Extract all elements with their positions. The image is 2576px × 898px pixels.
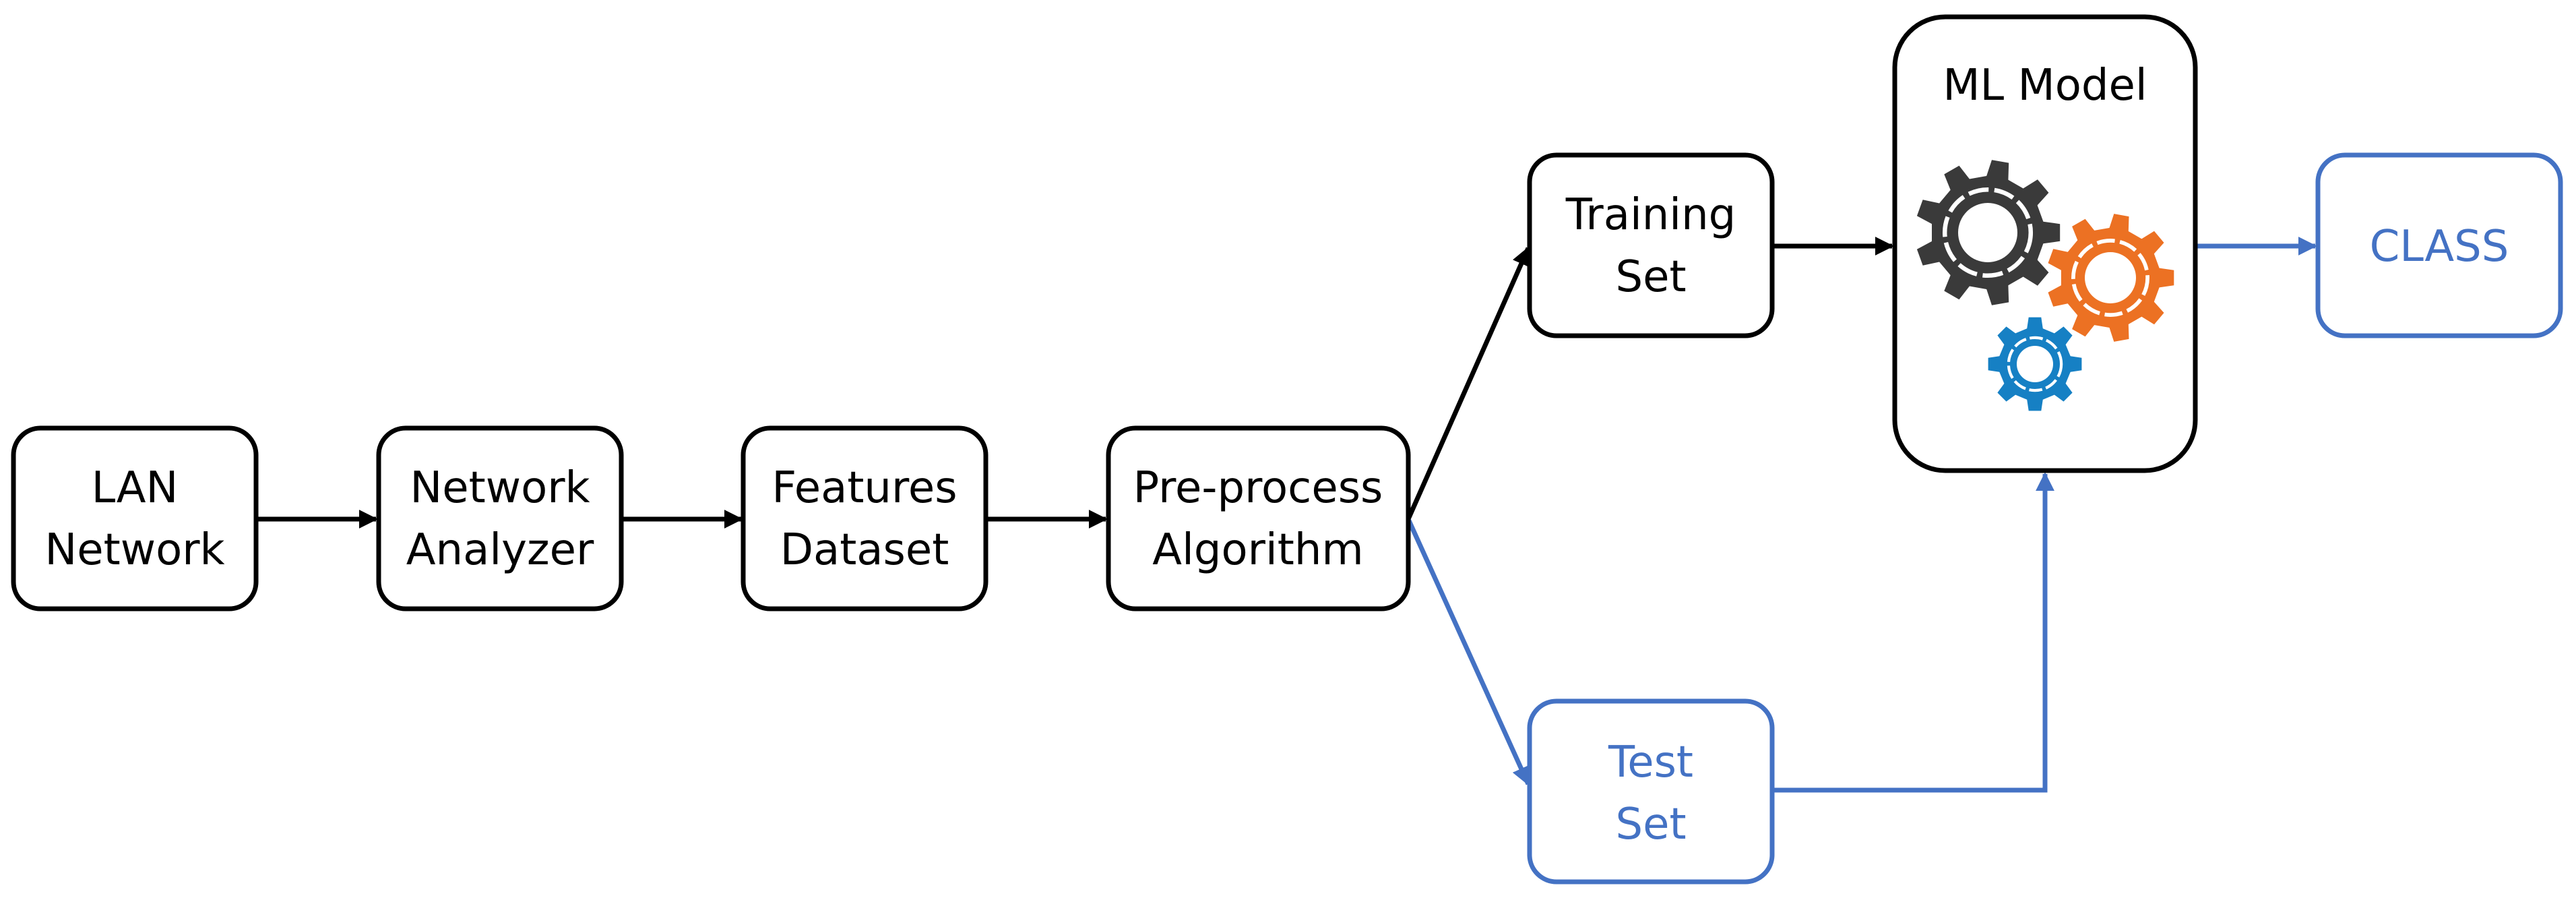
node-network-analyzer-line2: Analyzer: [406, 525, 594, 575]
node-lan-network-line1: LAN: [92, 463, 179, 513]
node-training-set-line1: Training: [1565, 190, 1736, 240]
gear-hole: [2085, 252, 2136, 303]
gear-ring: [2071, 239, 2149, 317]
gear-icon: [1916, 160, 2061, 305]
node-preprocess-algorithm-line2: Algorithm: [1152, 525, 1363, 575]
gear-ring: [2007, 336, 2063, 392]
node-preprocess-algorithm: Pre-process Algorithm: [1106, 425, 1411, 611]
gear-ring: [1942, 187, 2034, 278]
node-features-dataset: Features Dataset: [741, 425, 988, 611]
edge-preprocess-to-training: [1406, 246, 1531, 520]
node-class-label: CLASS: [2370, 222, 2509, 272]
node-test-set-line2: Set: [1615, 800, 1686, 849]
gear-icon: [2048, 214, 2174, 342]
node-training-set-line2: Set: [1615, 252, 1686, 302]
node-ml-model-title: ML Model: [1943, 61, 2147, 111]
node-features-dataset-line2: Dataset: [780, 525, 949, 575]
node-training-set: Training Set: [1527, 152, 1775, 338]
gear-icon: [1988, 317, 2082, 411]
node-class: CLASS: [2315, 152, 2563, 338]
gear-hole: [1958, 203, 2017, 262]
gear-hole: [2017, 346, 2053, 382]
edge-test-to-model: [1772, 472, 2054, 793]
node-features-dataset-line1: Features: [772, 463, 957, 513]
node-network-analyzer: Network Analyzer: [376, 425, 624, 611]
node-lan-network: LAN Network: [11, 425, 259, 611]
node-lan-network-line2: Network: [44, 525, 224, 575]
node-test-set-line1: Test: [1608, 738, 1693, 787]
node-test-set: Test Set: [1527, 698, 1775, 885]
node-preprocess-algorithm-line1: Pre-process: [1133, 463, 1383, 513]
edge-preprocess-to-test: [1406, 518, 1531, 786]
node-ml-model: ML Model: [1892, 14, 2198, 473]
node-network-analyzer-line1: Network: [410, 463, 590, 513]
